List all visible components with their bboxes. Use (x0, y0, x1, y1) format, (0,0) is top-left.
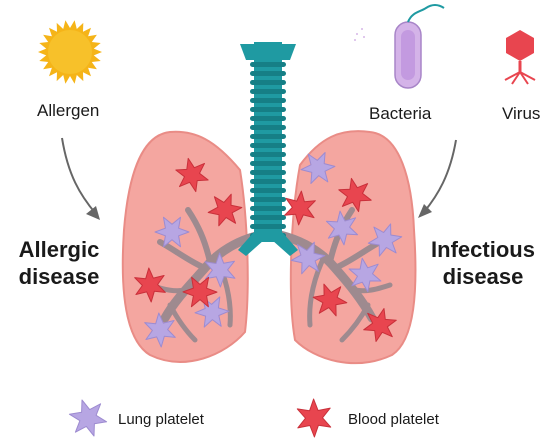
blood-platelet (312, 283, 348, 317)
blood-platelet (363, 308, 397, 342)
lung-platelet (204, 252, 236, 288)
lung-platelet (144, 312, 176, 348)
lung-platelets (144, 152, 403, 348)
lung-platelet-shape (68, 399, 108, 437)
infectious-disease-line2: disease (442, 264, 524, 289)
lung-platelet-icon (68, 399, 108, 437)
blood-platelet (338, 177, 372, 213)
bacteria-icon (354, 4, 445, 89)
bacteria-label: Bacteria (369, 104, 432, 123)
infectious-disease-label: Infectious disease (420, 236, 546, 290)
infection-arrow (418, 139, 457, 218)
virus-label: Virus (502, 104, 541, 123)
blood-platelet (175, 157, 209, 193)
lung-platelet (154, 216, 190, 248)
allergic-disease-label: Allergic disease (4, 236, 114, 290)
blood-platelet-icon (296, 398, 332, 438)
allergen-label: Allergen (37, 101, 100, 120)
blood-platelet (134, 267, 166, 303)
blood-platelets (134, 157, 397, 342)
allergic-disease-line1: Allergic (18, 237, 100, 262)
blood-platelet (284, 190, 316, 226)
allergen-arrow (61, 137, 100, 220)
blood-platelet (207, 193, 243, 227)
virus-icon (504, 30, 536, 85)
lung-platelet (300, 152, 336, 184)
lung-platelet (348, 257, 382, 293)
blood-platelet (182, 276, 218, 308)
sun-icon (38, 20, 102, 84)
allergic-disease-line2: disease (18, 264, 100, 289)
legend-lung-platelet-label: Lung platelet (118, 411, 204, 428)
blood-platelet-shape (296, 398, 332, 438)
lung-platelet (325, 210, 359, 246)
infectious-disease-line1: Infectious (431, 237, 535, 262)
lung-platelet (367, 223, 403, 257)
legend-blood-platelet-label: Blood platelet (348, 411, 439, 428)
trachea (238, 42, 298, 256)
lung-platelet (290, 241, 326, 275)
